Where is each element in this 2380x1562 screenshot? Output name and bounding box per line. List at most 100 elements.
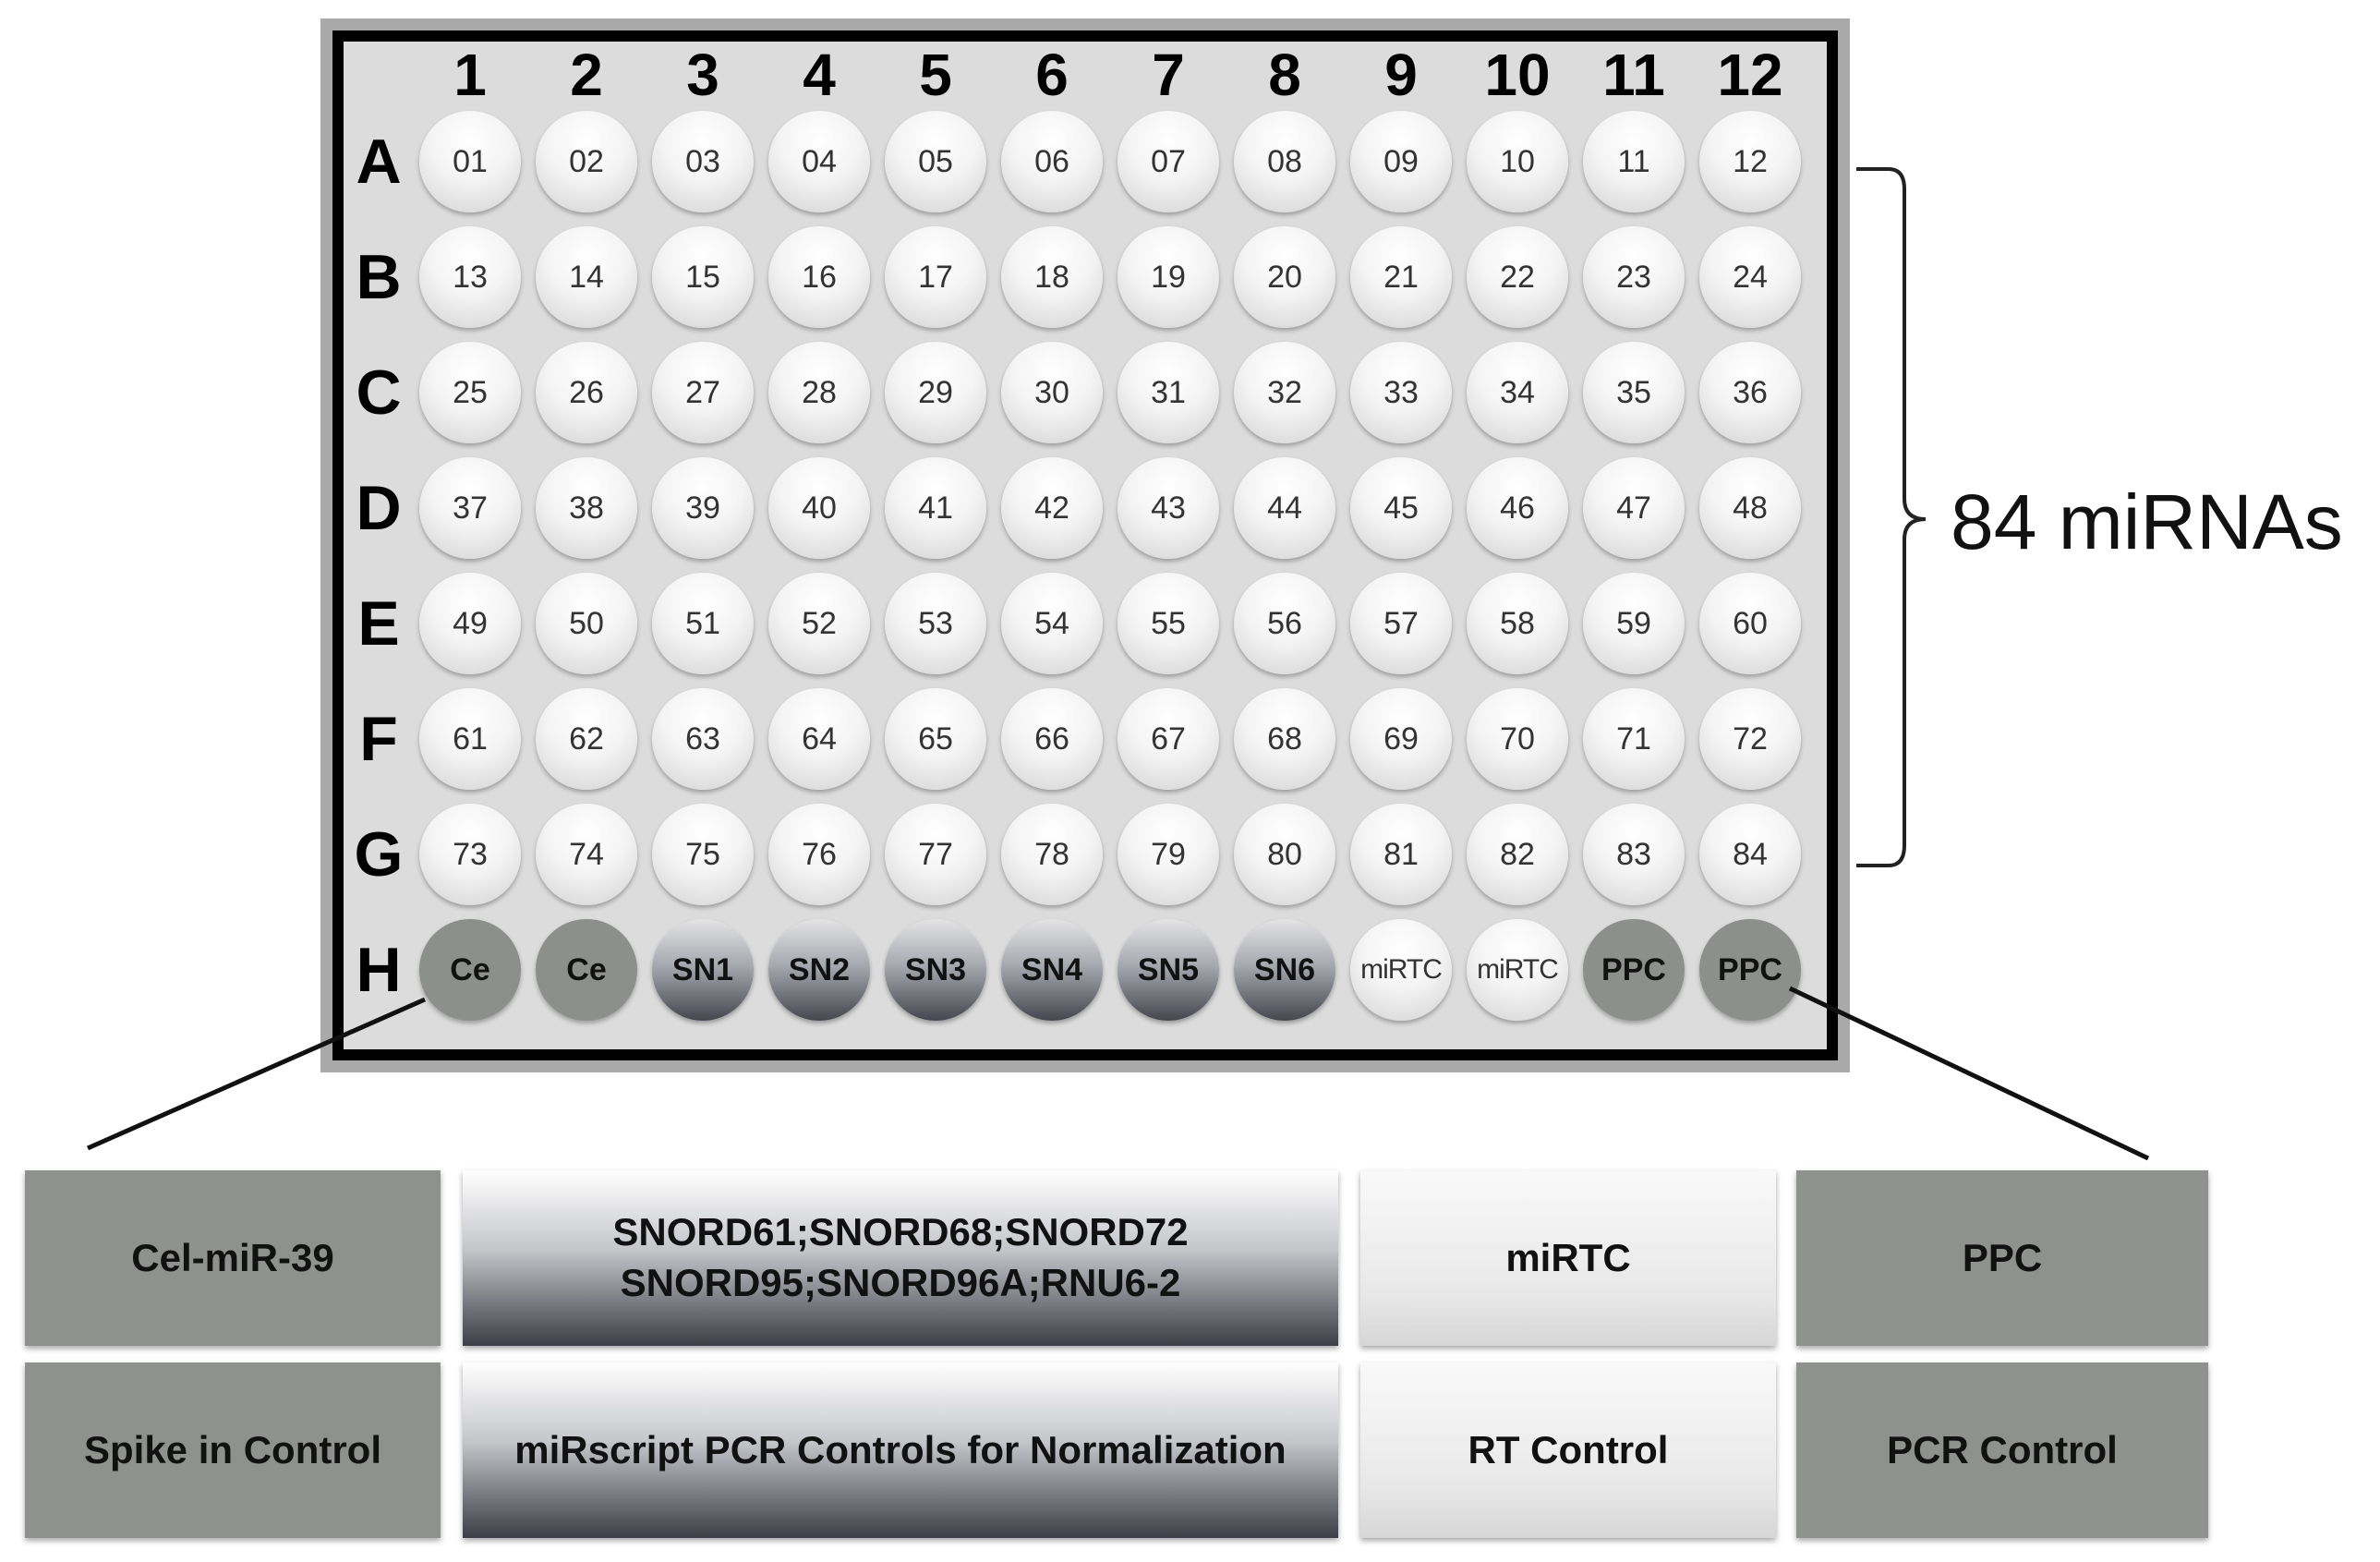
legend-line: SNORD95;SNORD96A;RNU6-2 [620, 1261, 1181, 1304]
row-label: C [356, 357, 402, 428]
well: 84 [1699, 804, 1801, 905]
well: 61 [419, 688, 521, 790]
well: 79 [1118, 804, 1219, 905]
well: 26 [536, 342, 637, 443]
well: 72 [1699, 688, 1801, 790]
well: 07 [1118, 111, 1219, 212]
well: 63 [652, 688, 754, 790]
column-label: 10 [1484, 42, 1551, 108]
well: SN2 [768, 919, 870, 1021]
well: 30 [1001, 342, 1103, 443]
legend-box: PPC [1796, 1170, 2208, 1346]
well: 18 [1001, 226, 1103, 328]
column-label: 1 [453, 42, 487, 108]
well: 81 [1350, 804, 1452, 905]
row-label: E [357, 588, 400, 659]
well: 02 [536, 111, 637, 212]
well: 20 [1234, 226, 1335, 328]
well: 66 [1001, 688, 1103, 790]
well: Ce [536, 919, 637, 1021]
well: 09 [1350, 111, 1452, 212]
well: 58 [1467, 573, 1568, 674]
well: PPC [1699, 919, 1801, 1021]
well: 74 [536, 804, 637, 905]
legend-text: miRscript PCR Controls for Normalization [514, 1425, 1286, 1476]
right-callout-line [1788, 986, 2150, 1161]
legend-line: SNORD61;SNORD68;SNORD72 [612, 1210, 1189, 1254]
well: 16 [768, 226, 870, 328]
well: miRTC [1350, 919, 1452, 1021]
well: 36 [1699, 342, 1801, 443]
legend-box: miRscript PCR Controls for Normalization [463, 1362, 1338, 1538]
legend-line: miRTC [1505, 1235, 1631, 1279]
well: 17 [885, 226, 986, 328]
well: 60 [1699, 573, 1801, 674]
well: 03 [652, 111, 754, 212]
well: 51 [652, 573, 754, 674]
well: 31 [1118, 342, 1219, 443]
legend-text: RT Control [1468, 1425, 1669, 1476]
well: Ce [419, 919, 521, 1021]
well: 01 [419, 111, 521, 212]
well: 52 [768, 573, 870, 674]
legend-text: PCR Control [1887, 1425, 2118, 1476]
well: 77 [885, 804, 986, 905]
well: 25 [419, 342, 521, 443]
well: 23 [1583, 226, 1685, 328]
well: 41 [885, 457, 986, 559]
bracket-label: 84 miRNAs [1951, 478, 2343, 565]
well: 80 [1234, 804, 1335, 905]
column-label: 2 [570, 42, 603, 108]
well: 64 [768, 688, 870, 790]
well: 05 [885, 111, 986, 212]
row-label: H [356, 935, 402, 1005]
well: 11 [1583, 111, 1685, 212]
column-label: 9 [1384, 42, 1418, 108]
well: 55 [1118, 573, 1219, 674]
well: 19 [1118, 226, 1219, 328]
well: 47 [1583, 457, 1685, 559]
well: 50 [536, 573, 637, 674]
legend-line: Cel-miR-39 [131, 1235, 334, 1279]
well: 37 [419, 457, 521, 559]
row-label: B [356, 242, 402, 312]
well: SN4 [1001, 919, 1103, 1021]
well: 78 [1001, 804, 1103, 905]
miRNA-bracket [1856, 167, 1927, 867]
legend-line: RT Control [1468, 1427, 1669, 1471]
legend-box: RT Control [1360, 1362, 1776, 1538]
well: 71 [1583, 688, 1685, 790]
well: 35 [1583, 342, 1685, 443]
legend-text: PPC [1963, 1233, 2042, 1284]
well: 44 [1234, 457, 1335, 559]
well: 83 [1583, 804, 1685, 905]
legend-box: Spike in Control [25, 1362, 441, 1538]
well: 67 [1118, 688, 1219, 790]
well: 27 [652, 342, 754, 443]
well: 42 [1001, 457, 1103, 559]
row-label: F [359, 704, 398, 774]
legend-box: PCR Control [1796, 1362, 2208, 1538]
legend-line: PPC [1962, 1235, 2043, 1279]
column-label: 6 [1035, 42, 1069, 108]
well: 15 [652, 226, 754, 328]
column-label: 12 [1717, 42, 1783, 108]
well: 28 [768, 342, 870, 443]
left-callout-line [86, 997, 427, 1151]
well: 59 [1583, 573, 1685, 674]
well: 56 [1234, 573, 1335, 674]
row-label: A [356, 127, 402, 197]
well: 62 [536, 688, 637, 790]
well: 14 [536, 226, 637, 328]
legend-line: Spike in Control [83, 1427, 381, 1471]
well: SN3 [885, 919, 986, 1021]
well: 21 [1350, 226, 1452, 328]
legend-line: miRscript PCR Controls for Normalization [514, 1427, 1287, 1471]
well: 45 [1350, 457, 1452, 559]
row-label: D [356, 473, 402, 543]
legend-line: PCR Control [1887, 1427, 2118, 1471]
well: SN1 [652, 919, 754, 1021]
well: SN6 [1234, 919, 1335, 1021]
well: 10 [1467, 111, 1568, 212]
